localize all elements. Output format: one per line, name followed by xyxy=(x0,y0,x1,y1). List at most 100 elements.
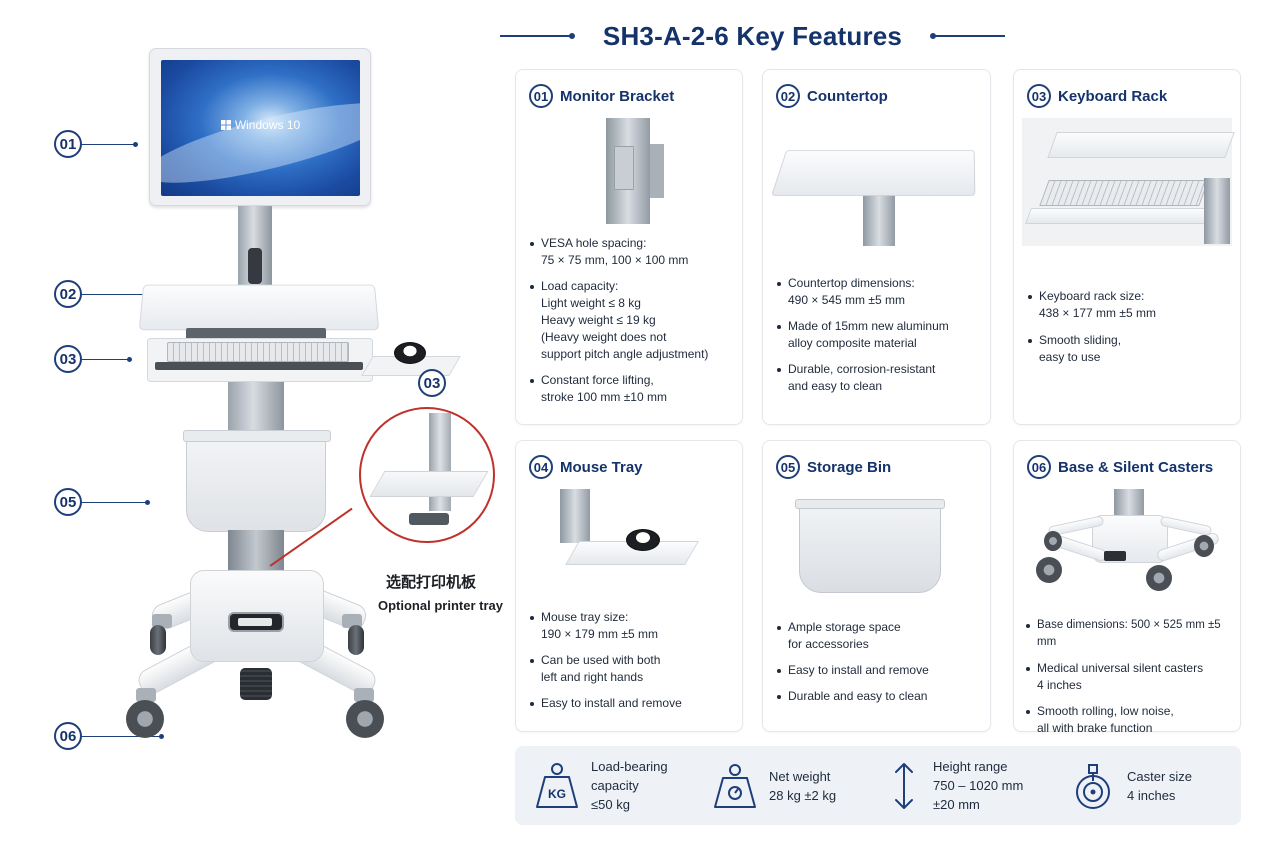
callout-badge: 06 xyxy=(54,722,82,750)
card-bullets: Ample storage space for accessories Easy … xyxy=(775,619,982,714)
bullet-line: Load capacity: xyxy=(541,279,619,293)
callout-05: 05 xyxy=(54,488,150,516)
bullet-line: support pitch angle adjustment) xyxy=(541,347,709,361)
lift-handle xyxy=(248,248,262,284)
spec-text: Load-bearing capacity ≤50 kg xyxy=(591,757,668,814)
mouse-tray-pole xyxy=(560,489,590,543)
bullet-line: for accessories xyxy=(788,637,869,651)
bullet-line: VESA hole spacing: xyxy=(541,236,647,250)
keyboard xyxy=(167,342,349,362)
card-number-badge: 04 xyxy=(529,455,553,479)
spec-net-weight: Net weight 28 kg ±2 kg xyxy=(713,746,836,825)
caster-icon-svg xyxy=(1076,763,1110,809)
title-bar: SH3-A-2-6 Key Features xyxy=(500,16,1005,56)
card-title: Storage Bin xyxy=(807,458,892,476)
caster-icon xyxy=(1071,761,1115,811)
printer-clamp xyxy=(409,513,449,525)
callout-line xyxy=(82,141,138,147)
card-header: 01 Monitor Bracket xyxy=(529,84,674,108)
callout-badge: 05 xyxy=(54,488,82,516)
printer-shelf xyxy=(369,471,489,497)
card-title: Mouse Tray xyxy=(560,458,643,476)
card-bullets: Base dimensions: 500 × 525 mm ±5 mm Medi… xyxy=(1024,617,1232,746)
bullet-line: Ample storage space xyxy=(788,620,901,634)
feature-card-countertop: 02 Countertop Countertop dimensions: 490 … xyxy=(762,69,991,425)
keyboard-wrist-rest xyxy=(155,362,363,370)
lift-column xyxy=(228,382,284,436)
callout-03: 03 xyxy=(54,345,132,373)
title-decoration-left xyxy=(500,33,575,39)
bullet-line: Countertop dimensions: xyxy=(788,276,915,290)
callout-line xyxy=(82,499,150,505)
card-title: Base & Silent Casters xyxy=(1058,458,1214,476)
storage-bin-rim xyxy=(795,499,945,509)
card-header: 02 Countertop xyxy=(776,84,888,108)
bullet-line: and easy to clean xyxy=(788,379,883,393)
bullet-line: 75 × 75 mm, 100 × 100 mm xyxy=(541,253,689,267)
caster-fork xyxy=(342,614,362,628)
card-title: Keyboard Rack xyxy=(1058,87,1168,105)
printer-callout: 03 xyxy=(418,369,446,397)
bullet: Keyboard rack size:438 × 177 mm ±5 mm xyxy=(1026,288,1232,322)
height-range-icon-svg xyxy=(895,762,913,809)
spec-text: Height range 750 – 1020 mm ±20 mm xyxy=(933,757,1023,814)
bracket-arm xyxy=(650,144,664,198)
spec-value: 28 kg ±2 kg xyxy=(769,787,837,803)
card-number-badge: 06 xyxy=(1027,455,1051,479)
callout-badge: 03 xyxy=(418,369,446,397)
spec-label: Net weight xyxy=(769,768,831,784)
storage-bin xyxy=(183,430,331,532)
bullet-line: Base dimensions: 500 × 525 mm ±5 mm xyxy=(1037,619,1221,648)
countertop xyxy=(138,284,380,331)
brake-pedal xyxy=(240,668,272,700)
optional-printer-label-cn: 选配打印机板 xyxy=(386,573,477,591)
caster-fork xyxy=(152,614,172,628)
caster-fork xyxy=(354,688,374,702)
card-bullets: VESA hole spacing: 75 × 75 mm, 100 × 100 … xyxy=(528,235,734,415)
windows-logo-icon xyxy=(220,120,231,130)
bullet-line: 190 × 179 mm ±5 mm xyxy=(541,627,658,641)
caster-icon xyxy=(1036,557,1062,583)
caster-wheel-rear-left xyxy=(150,625,166,655)
spec-text: Net weight 28 kg ±2 kg xyxy=(769,767,836,805)
spec-label: Height range xyxy=(933,759,1008,774)
caster-icon xyxy=(1044,531,1062,551)
bullet-line: (Heavy weight does not xyxy=(541,330,667,344)
callout-line xyxy=(82,733,164,739)
bullet-line: Can be used with both xyxy=(541,653,661,667)
bullet: Durable and easy to clean xyxy=(775,688,982,705)
bullet-line: Smooth rolling, low noise, xyxy=(1037,704,1174,718)
bullet-line: 490 × 545 mm ±5 mm xyxy=(788,293,905,307)
caster-icon xyxy=(1146,565,1172,591)
callout-02: 02 xyxy=(54,280,166,308)
bullet-line: Light weight ≤ 8 kg xyxy=(541,296,641,310)
countertop-image xyxy=(763,114,990,254)
page-title: SH3-A-2-6 Key Features xyxy=(602,20,903,51)
bullet-line: easy to use xyxy=(1039,350,1101,364)
feature-card-mouse-tray: 04 Mouse Tray Mouse tray size: 190 × 179 … xyxy=(515,440,743,732)
mouse xyxy=(394,342,426,364)
printer-tray-zoom xyxy=(359,407,495,543)
monitor-bracket-image xyxy=(516,114,742,234)
specs-bar: KG Load-bearing capacity ≤50 kg Net weig… xyxy=(515,746,1241,825)
bullet-line: Easy to install and remove xyxy=(788,663,929,677)
caster-wheel-rear-right xyxy=(348,625,364,655)
mouse-icon xyxy=(626,529,660,551)
bullet-line: Smooth sliding, xyxy=(1039,333,1122,347)
bullet: Easy to install and remove xyxy=(528,695,734,712)
spec-value: 750 – 1020 mm xyxy=(933,778,1024,793)
storage-bin-shape xyxy=(799,503,941,593)
spec-value: ≤50 kg xyxy=(591,797,630,812)
bullet-line: Mouse tray size: xyxy=(541,610,629,624)
height-range-icon xyxy=(891,761,917,811)
bullet-line: Keyboard rack size: xyxy=(1039,289,1145,303)
spec-load-capacity: KG Load-bearing capacity ≤50 kg xyxy=(535,746,668,825)
storage-bin-image xyxy=(763,495,990,597)
base-column-stub xyxy=(1114,489,1144,515)
net-weight-icon-svg xyxy=(714,763,756,808)
bullet: Smooth sliding, easy to use xyxy=(1026,332,1232,366)
